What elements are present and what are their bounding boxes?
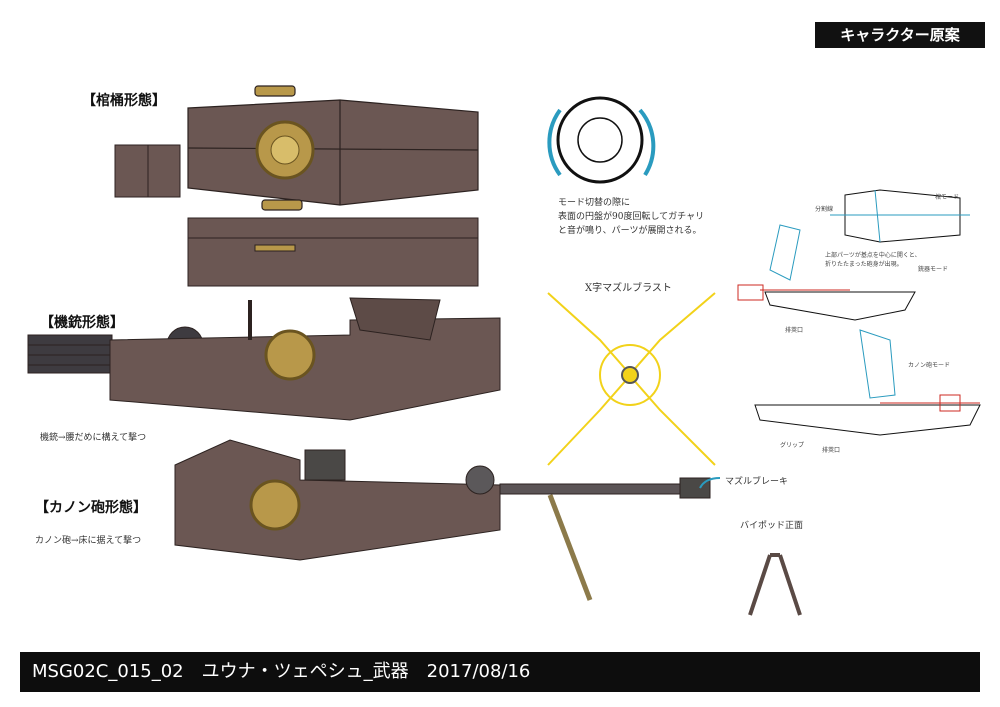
bipod-front: [748, 553, 802, 616]
disc-note-line: モード切替の際に: [558, 198, 631, 208]
header-badge: キャラクター原案: [815, 22, 985, 48]
coffin-mode-diagram: [830, 189, 970, 243]
gun-mode-label: 銃器モード: [918, 266, 949, 273]
ejection-port-label-2: 排莢口: [822, 447, 841, 454]
cannon-mode-label: カノン砲モード: [908, 362, 951, 369]
muzzle-brake-arrow: [699, 477, 721, 489]
disc-note-line: と音が鳴り、パーツが展開される。: [558, 226, 702, 236]
rotating-disc-diagram: [547, 96, 656, 184]
open-note-line: 上部パーツが基点を中心に開くと、: [825, 252, 921, 259]
bipod-label: バイポッド正面: [740, 521, 804, 531]
emblem-disc-inner: [270, 135, 300, 165]
cannon-form-title: 【カノン砲形態】: [35, 500, 147, 516]
cannon-form: [174, 439, 711, 601]
cannon-mode-diagram: [754, 329, 981, 436]
coffin-form-title: 【棺桶形態】: [82, 93, 166, 109]
open-note: 上部パーツが基点を中心に開くと、 折りたたまった砲身が出現。: [825, 250, 921, 268]
muzzle-blast: [547, 292, 716, 466]
gun-mode-diagram: [737, 224, 916, 321]
split-line-label: 分割線: [815, 206, 834, 213]
muzzle-blast-title: X字マズルブラスト: [585, 283, 672, 294]
cannon-caption: カノン砲→床に据えて撃つ: [35, 536, 142, 546]
ejection-port-label-1: 排莢口: [785, 327, 804, 334]
coffin-side-view: [187, 217, 479, 287]
coffin-mode-label: 棺モード: [935, 194, 960, 201]
disc-note-line: 表面の円盤が90度回転してガチャリ: [558, 212, 705, 222]
coffin-top-view: [187, 85, 479, 211]
coffin-end-box: [114, 144, 181, 198]
open-note-line: 折りたたまった砲身が出現。: [825, 261, 903, 268]
muzzle-brake-label: マズルブレーキ: [725, 477, 789, 487]
machine-gun-caption: 機銃→腰だめに構えて撃つ: [40, 433, 147, 443]
machine-gun-form: [27, 297, 501, 421]
machine-gun-form-title: 【機銃形態】: [40, 315, 124, 331]
disc-note: モード切替の際に 表面の円盤が90度回転してガチャリ と音が鳴り、パーツが展開さ…: [558, 196, 704, 238]
grip-label: グリップ: [780, 442, 805, 449]
footer-title-bar: MSG02C_015_02 ユウナ・ツェペシュ_武器 2017/08/16: [20, 652, 980, 692]
